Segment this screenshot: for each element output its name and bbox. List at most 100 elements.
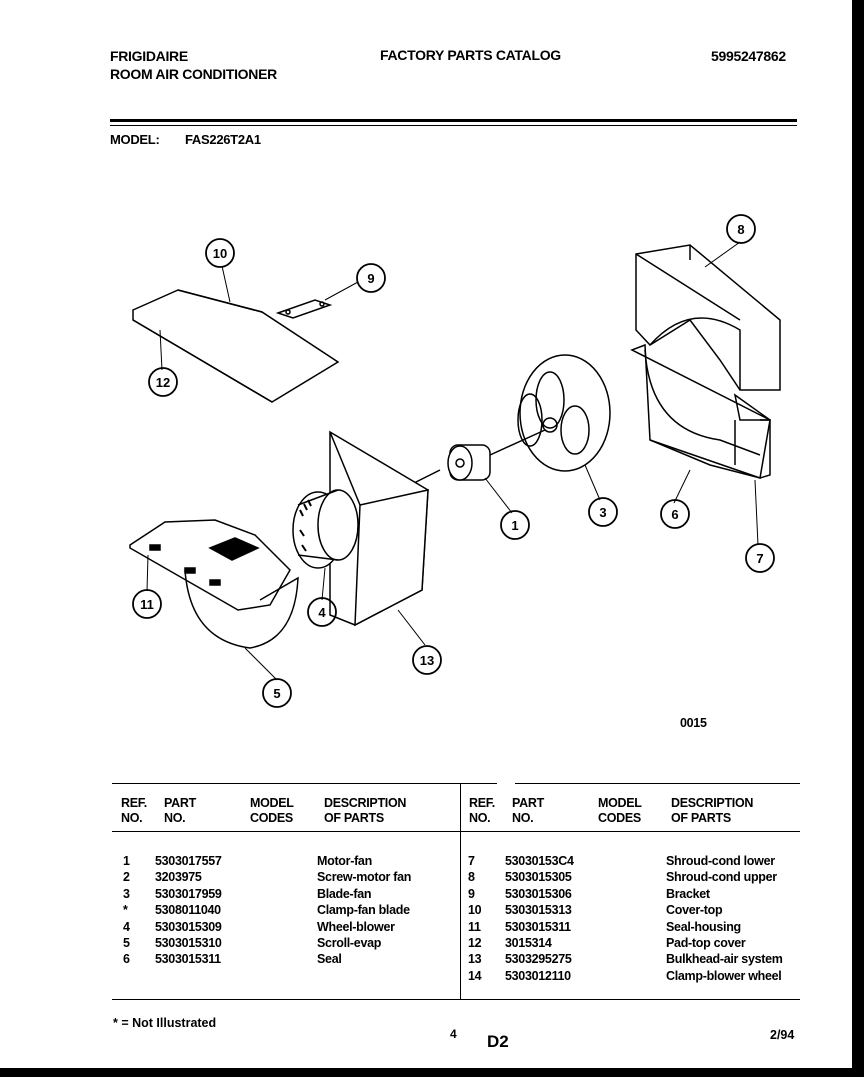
table-cell: 5303015306 bbox=[505, 886, 572, 901]
callout-5 bbox=[262, 678, 292, 708]
table-cell: 5303015313 bbox=[505, 903, 572, 918]
table-cell: 9 bbox=[468, 886, 475, 901]
right-ref-column: 7 8 9 10 11 12 13 14 bbox=[468, 853, 482, 984]
table-cell: Blade-fan bbox=[317, 886, 372, 901]
part-bulkhead bbox=[329, 430, 429, 627]
callout-label: 10 bbox=[213, 246, 227, 261]
footnote: * = Not Illustrated bbox=[113, 1016, 217, 1030]
table-cell: 3203975 bbox=[155, 870, 202, 885]
header-rule-thin bbox=[110, 125, 797, 126]
callout-label: 4 bbox=[318, 605, 326, 620]
table-divider bbox=[460, 784, 461, 1000]
header-ref: REF.NO. bbox=[469, 796, 495, 825]
callout-3 bbox=[588, 497, 618, 527]
diagram-code: 0015 bbox=[680, 716, 707, 730]
table-cell: 5303015309 bbox=[155, 919, 222, 934]
callout-label: 9 bbox=[367, 271, 374, 286]
leader-lines bbox=[146, 241, 759, 681]
table-cell: 13 bbox=[468, 952, 482, 967]
table-cell: Cover-top bbox=[666, 903, 723, 918]
callout-8 bbox=[726, 214, 756, 244]
callout-label: 13 bbox=[420, 653, 434, 668]
table-cell: Seal-housing bbox=[666, 919, 741, 934]
table-cell: 12 bbox=[468, 935, 482, 950]
table-cell: Screw-motor fan bbox=[317, 870, 412, 885]
table-cell: 3 bbox=[123, 886, 130, 901]
table-cell: Bulkhead-air system bbox=[666, 952, 783, 967]
table-cell: 53030153C4 bbox=[505, 854, 574, 868]
table-cell: Wheel-blower bbox=[317, 919, 395, 934]
table-rule-bottom bbox=[112, 999, 800, 1000]
table-cell: Motor-fan bbox=[317, 854, 372, 868]
table-cell: Scroll-evap bbox=[317, 935, 382, 950]
page-number: 4 bbox=[450, 1027, 457, 1041]
left-ref-column: 1 2 3 * 4 5 6 bbox=[123, 853, 130, 968]
table-cell: 11 bbox=[468, 919, 481, 934]
callout-7 bbox=[745, 543, 775, 573]
callout-4 bbox=[307, 597, 337, 627]
callout-6 bbox=[660, 499, 690, 529]
right-part-column: 53030153C4 5303015305 5303015306 5303015… bbox=[505, 853, 574, 984]
table-cell: 14 bbox=[468, 968, 482, 983]
table-cell: 5308011040 bbox=[155, 903, 221, 918]
part-shroud-lower bbox=[630, 343, 771, 479]
part-motor bbox=[399, 429, 546, 491]
table-cell: 5303015305 bbox=[505, 870, 572, 885]
table-cell: 5 bbox=[123, 935, 130, 950]
callout-12 bbox=[148, 367, 178, 397]
table-header-rule bbox=[112, 831, 800, 832]
callout-label: 7 bbox=[756, 551, 763, 566]
part-bracket bbox=[275, 299, 333, 319]
callout-label: 8 bbox=[737, 222, 744, 237]
table-cell: Clamp-blower wheel bbox=[666, 968, 782, 983]
table-cell: 10 bbox=[468, 903, 482, 918]
exploded-parts-diagram: 10 9 12 8 3 6 1 7 11 4 13 5 bbox=[129, 214, 781, 708]
part-blower-wheel bbox=[292, 489, 359, 569]
table-cell: 2 bbox=[123, 870, 130, 885]
model-value: FAS226T2A1 bbox=[185, 132, 261, 147]
callout-label: 5 bbox=[273, 686, 280, 701]
table-cell: Clamp-fan blade bbox=[317, 903, 410, 918]
callout-label: 3 bbox=[599, 505, 606, 520]
part-shroud-upper bbox=[635, 244, 781, 391]
table-cell: 5303012110 bbox=[505, 968, 571, 983]
part-fan-blade bbox=[517, 354, 611, 472]
table-cell: 5303015311 bbox=[505, 919, 571, 934]
callout-label: 1 bbox=[511, 518, 518, 533]
table-cell: 7 bbox=[468, 854, 475, 868]
table-cell: 1 bbox=[123, 854, 130, 868]
table-cell: 8 bbox=[468, 870, 475, 885]
table-cell: Shroud-cond upper bbox=[666, 870, 777, 885]
table-cell: 6 bbox=[123, 952, 130, 967]
product-name: ROOM AIR CONDITIONER bbox=[110, 66, 277, 82]
model-label: MODEL: bbox=[110, 132, 160, 147]
table-cell: 5303017959 bbox=[155, 886, 222, 901]
table-rule-top-right bbox=[515, 783, 800, 784]
right-desc-column: Shroud-cond lower Shroud-cond upper Brac… bbox=[666, 853, 783, 984]
callout-label: 12 bbox=[156, 375, 170, 390]
catalog-title: FACTORY PARTS CATALOG bbox=[380, 47, 561, 63]
catalog-number: 5995247862 bbox=[711, 48, 786, 64]
scan-border-bottom bbox=[0, 1068, 864, 1077]
table-cell: * bbox=[123, 903, 128, 918]
table-cell: 5303015311 bbox=[155, 952, 221, 967]
table-cell: 4 bbox=[123, 919, 130, 934]
table-cell: Pad-top cover bbox=[666, 935, 746, 950]
table-cell: 5303017557 bbox=[155, 854, 222, 868]
brand-name: FRIGIDAIRE bbox=[110, 48, 188, 64]
callout-label: 6 bbox=[671, 507, 678, 522]
scan-border-right bbox=[852, 0, 864, 1077]
callouts bbox=[132, 214, 775, 708]
section-code: D2 bbox=[487, 1032, 509, 1051]
header-rule-top bbox=[110, 119, 797, 122]
callout-11 bbox=[132, 589, 162, 619]
callout-label: 11 bbox=[140, 597, 154, 612]
table-cell: 3015314 bbox=[505, 935, 552, 950]
callout-1 bbox=[500, 510, 530, 540]
